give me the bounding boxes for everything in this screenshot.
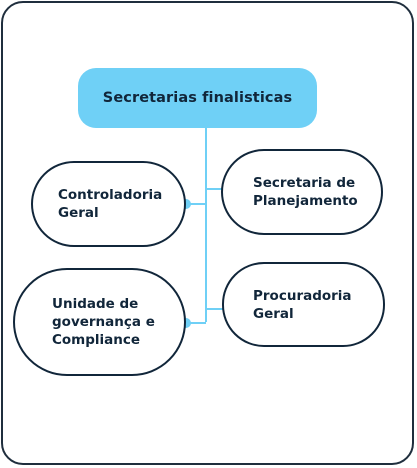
- node-label-line: Planejamento: [253, 193, 358, 209]
- node-unidade-governanca: Unidade de governança e Compliance: [13, 268, 186, 376]
- node-label: Procuradoria Geral: [253, 287, 352, 323]
- node-label: Secretaria de Planejamento: [253, 174, 358, 210]
- node-label-line: Controladoria: [58, 187, 163, 203]
- node-label: Unidade de governança e Compliance: [52, 295, 155, 349]
- root-node-label: Secretarias finalisticas: [102, 90, 293, 106]
- node-label-line: Procuradoria: [253, 287, 352, 304]
- node-label-line: Geral: [253, 305, 294, 322]
- node-procuradoria-geral: Procuradoria Geral: [222, 262, 385, 347]
- node-label-line: Compliance: [52, 332, 141, 348]
- node-secretaria-planejamento: Secretaria de Planejamento: [221, 149, 383, 235]
- node-label-line: Geral: [58, 205, 99, 221]
- node-label-line: Unidade de: [52, 296, 139, 312]
- root-node: Secretarias finalisticas: [78, 68, 317, 128]
- node-label-line: governança e: [52, 314, 155, 330]
- node-label: Controladoria Geral: [58, 186, 162, 222]
- node-label-line: Secretaria de: [253, 175, 356, 191]
- node-controladoria-geral: Controladoria Geral: [31, 161, 186, 247]
